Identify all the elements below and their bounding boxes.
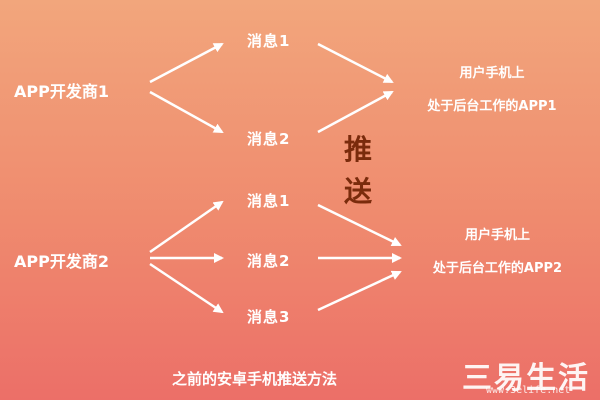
arrow-dev2-msg3: [149, 262, 224, 314]
message-label: 消息1: [247, 192, 291, 210]
developer-1-label: APP开发商1: [14, 82, 109, 101]
diagram-caption: 之前的安卓手机推送方法: [172, 370, 338, 388]
arrow-msg2-app1: [317, 90, 394, 134]
arrow-msg1-app2: [317, 203, 402, 247]
target-app1-line1: 用户手机上: [459, 66, 525, 81]
target-app2: 用户手机上 处于后台工作的APP2: [405, 224, 590, 276]
watermark-brand: 三易生活: [462, 361, 590, 396]
message-label: 消息3: [247, 308, 291, 326]
push-label-char-2: 送: [344, 175, 373, 208]
target-app2-line2: 处于后台工作的APP2: [432, 261, 563, 276]
target-app2-line1: 用户手机上: [464, 228, 530, 243]
arrow-dev1-msg2: [149, 90, 224, 134]
watermark-url: www.3elife.net: [486, 385, 571, 396]
arrow-msg1-app1: [317, 42, 394, 84]
message-label: 消息2: [247, 252, 291, 270]
target-app1: 用户手机上 处于后台工作的APP1: [402, 62, 582, 114]
developer-2-label: APP开发商2: [14, 252, 109, 271]
arrow-dev1-msg1: [149, 42, 224, 84]
arrow-msg3-app2: [317, 270, 402, 312]
push-label-char-1: 推: [344, 133, 373, 166]
target-app1-line2: 处于后台工作的APP1: [427, 99, 557, 114]
arrow-dev2-msg1: [149, 200, 224, 254]
message-label: 消息2: [247, 130, 291, 148]
message-label: 消息1: [247, 32, 291, 50]
